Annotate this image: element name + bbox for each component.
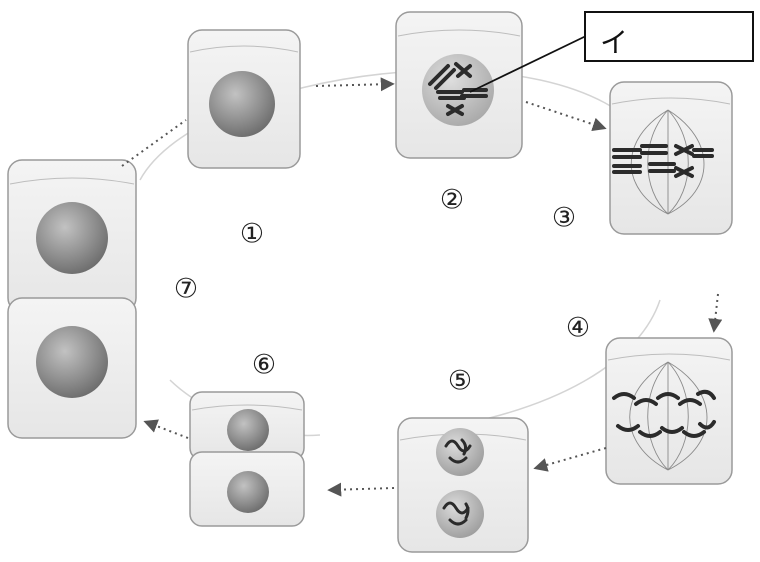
cell-stage-6 xyxy=(189,391,305,527)
cell-stage-3 xyxy=(609,81,733,235)
stage-label-5: ⑤ xyxy=(447,365,473,397)
stage-label-1: ① xyxy=(239,218,265,250)
callout-box: イ xyxy=(584,11,754,62)
nucleus xyxy=(36,326,108,398)
stage-label-4: ④ xyxy=(565,312,591,344)
cell-stage-2 xyxy=(395,11,523,159)
chromosomes xyxy=(612,144,714,178)
arrow-2-to-3 xyxy=(525,101,607,132)
stage-label-7: ⑦ xyxy=(173,273,199,305)
nucleus xyxy=(36,202,108,274)
arrow-5-to-6 xyxy=(327,482,395,497)
stage-label-6: ⑥ xyxy=(251,349,277,381)
callout-leader xyxy=(469,35,587,93)
cell-stage-1 xyxy=(187,29,301,169)
nucleus xyxy=(227,471,269,513)
nucleus xyxy=(209,71,275,137)
cell-stage-7 xyxy=(7,159,137,439)
arrow-4-to-5 xyxy=(533,447,607,472)
chromosomes xyxy=(442,438,472,526)
arrow-3-to-4 xyxy=(708,293,723,333)
cell-stage-5 xyxy=(397,417,529,553)
stage-label-3: ③ xyxy=(551,202,577,234)
stage-label-2: ② xyxy=(439,184,465,216)
transition-arrows xyxy=(121,77,723,497)
chromosomes xyxy=(612,389,716,438)
nucleus xyxy=(227,409,269,451)
arrow-6-to-7 xyxy=(143,419,189,439)
nucleus xyxy=(436,428,484,476)
arrow-7-to-1 xyxy=(121,119,187,167)
callout-label: イ xyxy=(600,26,629,59)
spindle xyxy=(629,361,708,471)
cell-stage-4 xyxy=(605,337,733,485)
arrow-1-to-2 xyxy=(315,77,395,92)
chromosomes xyxy=(428,62,488,116)
